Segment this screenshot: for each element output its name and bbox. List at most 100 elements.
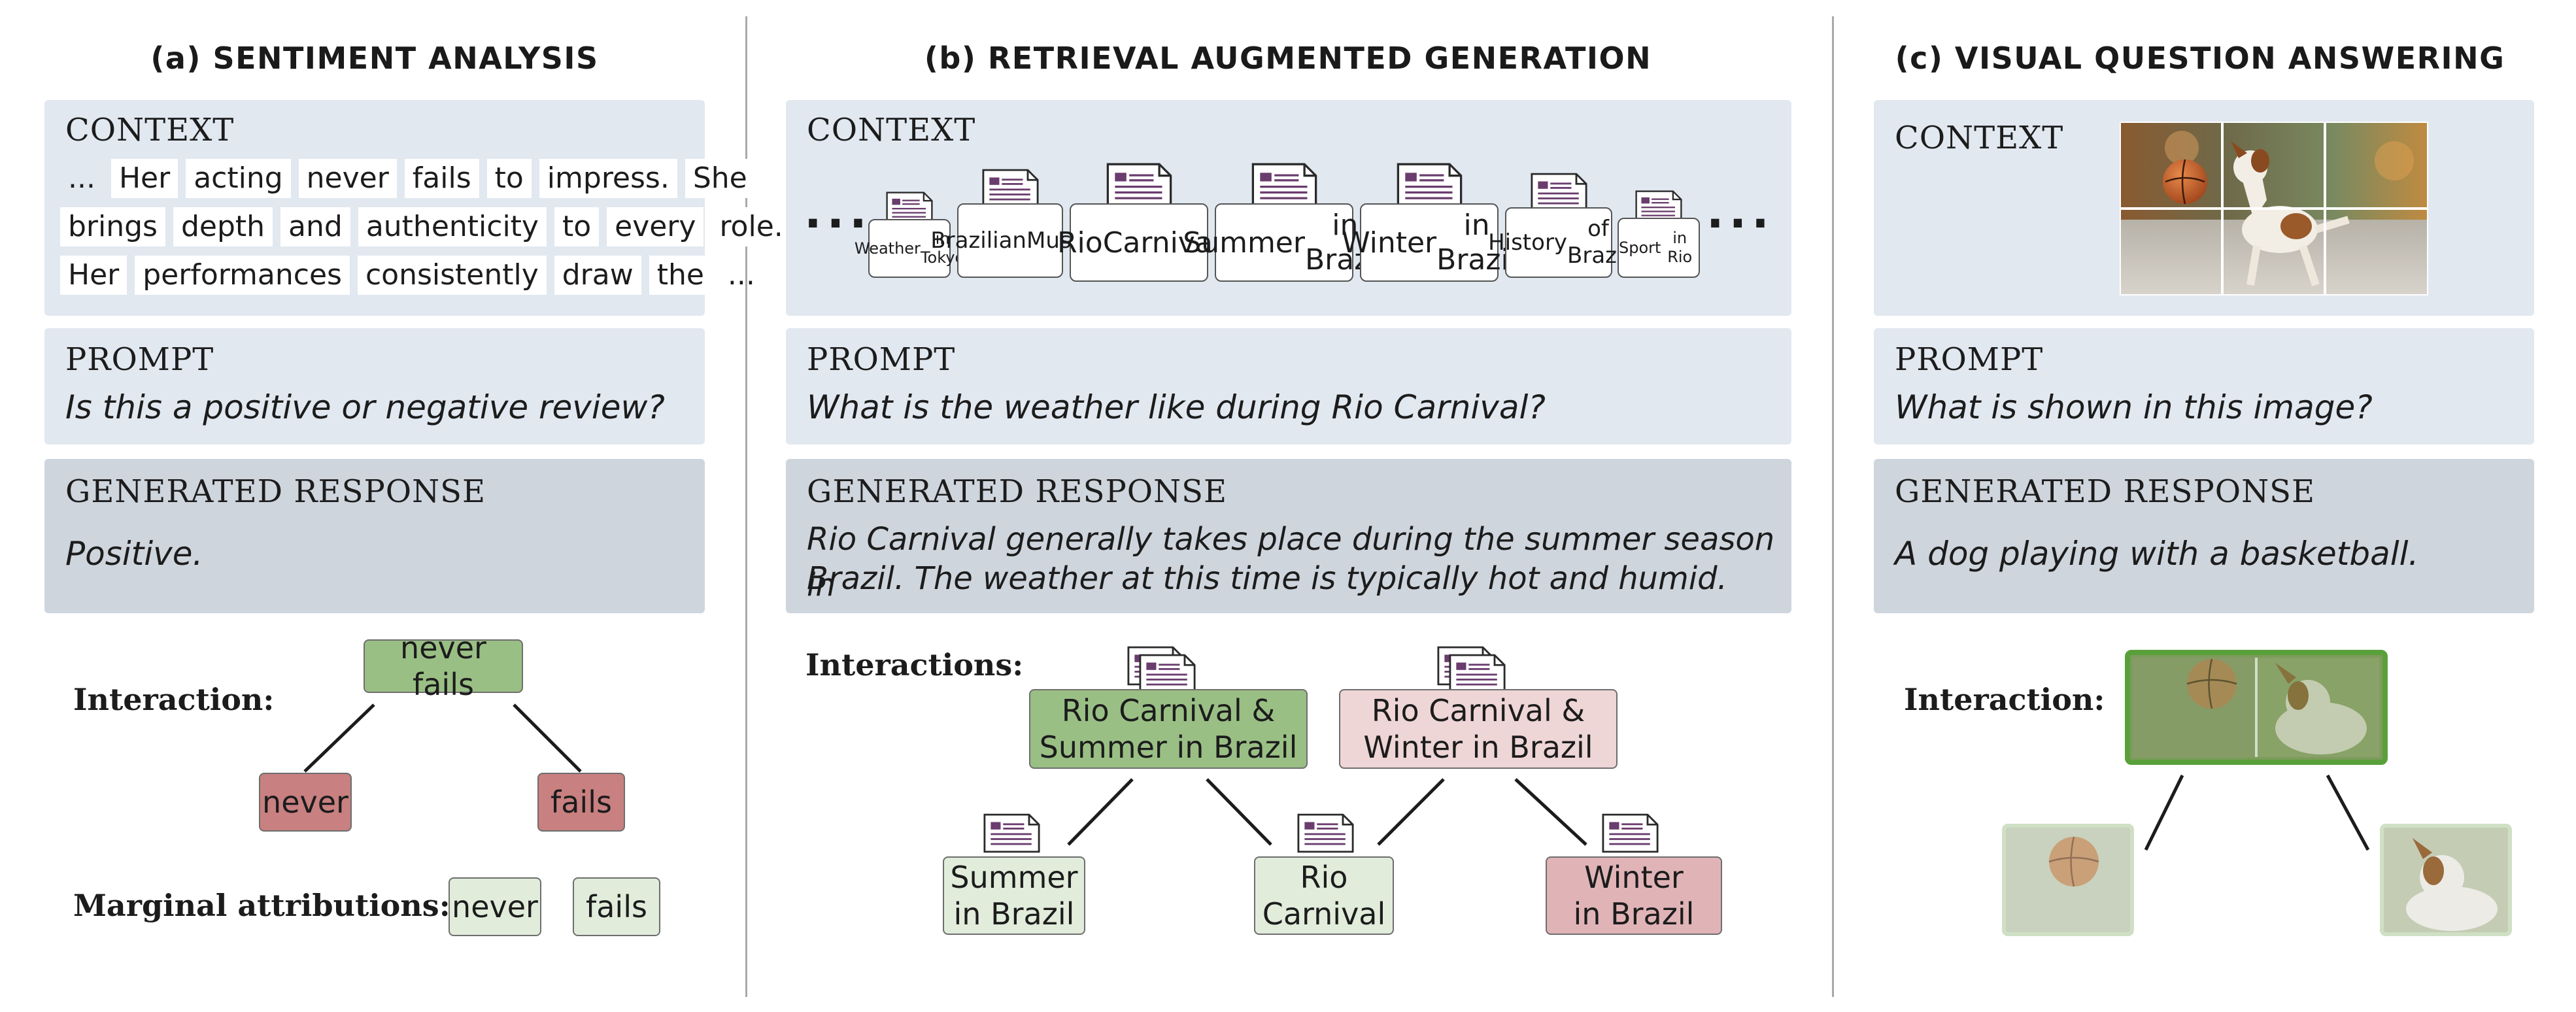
- document-icon: [1106, 163, 1172, 209]
- panel-b-response-box: GENERATED RESPONSE Rio Carnival generall…: [786, 459, 1791, 613]
- node-text-line2: Winter in Brazil: [1363, 730, 1593, 765]
- panel-a-response-text: Positive.: [65, 535, 203, 573]
- node-text-line1: Rio: [1300, 860, 1348, 895]
- panel-c-prompt-header: PROMPT: [1895, 341, 2044, 378]
- node-text-line2: Carnival: [1262, 896, 1386, 932]
- context-word: performances: [135, 256, 350, 295]
- context-word: Her: [60, 256, 127, 295]
- panel-b-interactions-label: Interactions:: [805, 647, 1024, 683]
- context-word: never: [298, 159, 397, 198]
- context-word: brings: [60, 207, 165, 246]
- panel-c-title: (c) VISUAL QUESTION ANSWERING: [1895, 41, 2505, 76]
- document-icon: [1635, 190, 1682, 223]
- document-icon: [1449, 654, 1506, 694]
- context-word: to: [486, 159, 532, 198]
- panel-c-context-box: CONTEXT: [1874, 100, 2534, 316]
- panel-a-marginal-never: never: [449, 877, 541, 936]
- panel-c-interaction-label: Interaction:: [1904, 682, 2105, 717]
- context-word: She: [685, 159, 755, 198]
- document-title-line1: Brazilian: [930, 227, 1026, 254]
- panel-a-marginal-label: Marginal attributions:: [73, 888, 450, 923]
- panel-c-prompt-text: What is shown in this image?: [1895, 388, 2373, 426]
- panel-b-response-header: GENERATED RESPONSE: [807, 473, 1228, 510]
- context-word: draw: [554, 256, 641, 295]
- context-word: authenticity: [358, 207, 547, 246]
- document-icon: [981, 169, 1039, 209]
- document-title-line1: History: [1488, 229, 1568, 256]
- document-icon: [886, 192, 933, 224]
- context-word: acting: [186, 159, 291, 198]
- panel-a-prompt-text: Is this a positive or negative review?: [65, 388, 665, 426]
- node-text-line2: Summer in Brazil: [1039, 730, 1298, 765]
- panel-a-response-box: GENERATED RESPONSE Positive.: [44, 459, 705, 613]
- panel-a-marginal-fails: fails: [573, 877, 660, 936]
- panel-c-child-image-ball: [2002, 824, 2134, 936]
- panel-b-context-header: CONTEXT: [807, 112, 976, 148]
- document-icon: [1139, 654, 1196, 694]
- document-icon: [983, 813, 1040, 853]
- context-word: to: [554, 207, 600, 246]
- document-card: Sport in Rio: [1618, 218, 1700, 278]
- panel-a-title: (a) SENTIMENT ANALYSIS: [150, 41, 599, 76]
- panel-c-child-image-dog: [2380, 824, 2512, 936]
- panel-c-response-header: GENERATED RESPONSE: [1895, 473, 2316, 510]
- document-title-line2: in Tokyo: [920, 229, 965, 267]
- context-word: impress.: [539, 159, 677, 198]
- panel-b-title: (b) RETRIEVAL AUGMENTED GENERATION: [924, 41, 1652, 76]
- panel-a-response-header: GENERATED RESPONSE: [65, 473, 486, 510]
- panel-c-interaction-image: [2125, 650, 2388, 765]
- document-title-line2: Carnival: [1102, 226, 1221, 260]
- node-text-line2: in Brazil: [953, 896, 1075, 932]
- node-text-line1: Winter: [1584, 860, 1684, 895]
- document-title-line2: in Brazil: [1436, 209, 1517, 277]
- context-word: every: [607, 207, 704, 246]
- context-word: depth: [173, 207, 273, 246]
- document-title-line1: Rio: [1057, 226, 1103, 260]
- panel-b-ellipsis-right: ...: [1706, 185, 1774, 239]
- panel-b-ellipsis-left: ...: [804, 185, 872, 239]
- panel-b-prompt-box: PROMPT What is the weather like during R…: [786, 328, 1791, 445]
- document-icon: [1602, 813, 1659, 853]
- interaction-node-rio-winter: Rio Carnival &Winter in Brazil: [1339, 689, 1618, 769]
- panel-a-prompt-header: PROMPT: [65, 341, 214, 378]
- context-word: and: [280, 207, 350, 246]
- panel-c-response-box: GENERATED RESPONSE A dog playing with a …: [1874, 459, 2534, 613]
- interaction-node-rio-summer: Rio Carnival &Summer in Brazil: [1029, 689, 1308, 769]
- node-text-line1: Rio Carnival &: [1371, 693, 1585, 728]
- panel-c-context-image: [2120, 122, 2428, 295]
- document-title-line2: in Rio: [1667, 229, 1693, 266]
- panel-a-interaction-label: Interaction:: [73, 682, 275, 717]
- divider-left: [745, 16, 747, 997]
- context-word: ...: [68, 161, 95, 195]
- document-title-line1: Winter: [1342, 226, 1437, 260]
- node-text-line1: Rio Carnival &: [1061, 693, 1276, 728]
- panel-a-context-header: CONTEXT: [65, 112, 235, 148]
- context-word: ...: [727, 258, 755, 292]
- context-word: fails: [404, 159, 479, 198]
- panel-b-prompt-text: What is the weather like during Rio Carn…: [807, 388, 1546, 426]
- panel-c-response-text: A dog playing with a basketball.: [1895, 535, 2419, 573]
- document-icon: [1297, 813, 1354, 853]
- panel-a-child-never: never: [259, 773, 352, 832]
- panel-b-prompt-header: PROMPT: [807, 341, 956, 378]
- node-text-line2: in Brazil: [1573, 896, 1695, 932]
- panel-b-response-line1: Rio Carnival generally takes place durin…: [807, 521, 1775, 603]
- context-word: the: [649, 256, 712, 295]
- panel-b-response-line2: Brazil. The weather at this time is typi…: [807, 560, 1727, 597]
- document-title-line1: Sport: [1619, 238, 1661, 257]
- document-icon: [1397, 163, 1462, 209]
- panel-a-prompt-box: PROMPT Is this a positive or negative re…: [44, 328, 705, 445]
- context-word: consistently: [357, 256, 547, 295]
- panel-c-context-header: CONTEXT: [1895, 120, 2064, 156]
- document-icon: [1530, 173, 1587, 212]
